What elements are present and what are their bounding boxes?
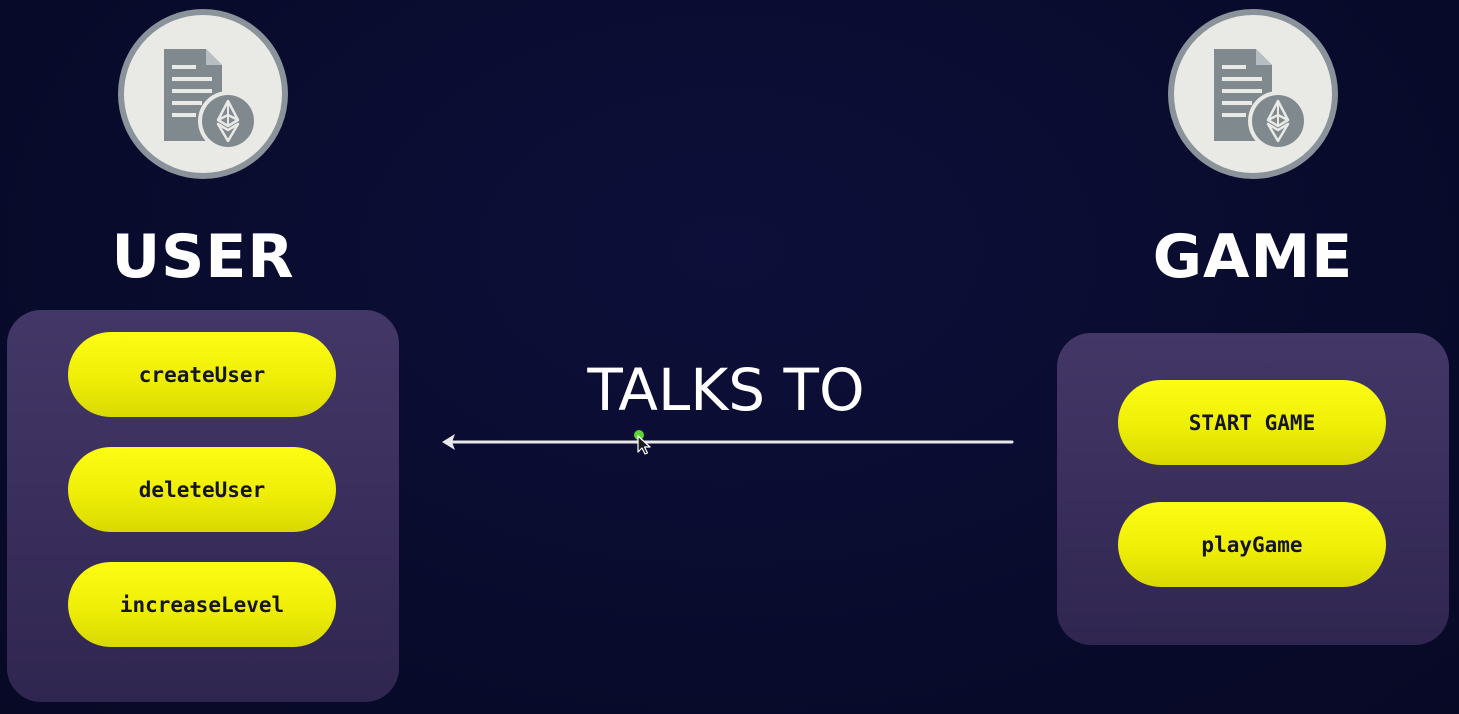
ethereum-contract-document-icon: [164, 49, 258, 151]
contract-icon: [1168, 9, 1338, 179]
relation-label: TALKS TO: [587, 356, 865, 424]
contract-title-user: USER: [111, 222, 295, 292]
function-create-user-button[interactable]: createUser: [68, 332, 336, 417]
function-delete-user-button[interactable]: deleteUser: [68, 447, 336, 532]
mouse-pointer-icon: [634, 430, 651, 455]
arrow-head-left-icon: [442, 434, 455, 450]
contract-icon: [118, 9, 288, 179]
game-functions-panel: START GAME playGame: [1057, 333, 1449, 645]
contract-title-game: GAME: [1152, 222, 1354, 292]
user-functions-panel: createUser deleteUser increaseLevel: [7, 310, 399, 702]
relation-arrow: [442, 434, 1014, 450]
function-increase-level-button[interactable]: increaseLevel: [68, 562, 336, 647]
function-play-game-button[interactable]: playGame: [1118, 502, 1386, 587]
cursor-highlight-dot: [634, 430, 644, 440]
function-start-game-button[interactable]: START GAME: [1118, 380, 1386, 465]
ethereum-contract-document-icon: [1214, 49, 1308, 151]
